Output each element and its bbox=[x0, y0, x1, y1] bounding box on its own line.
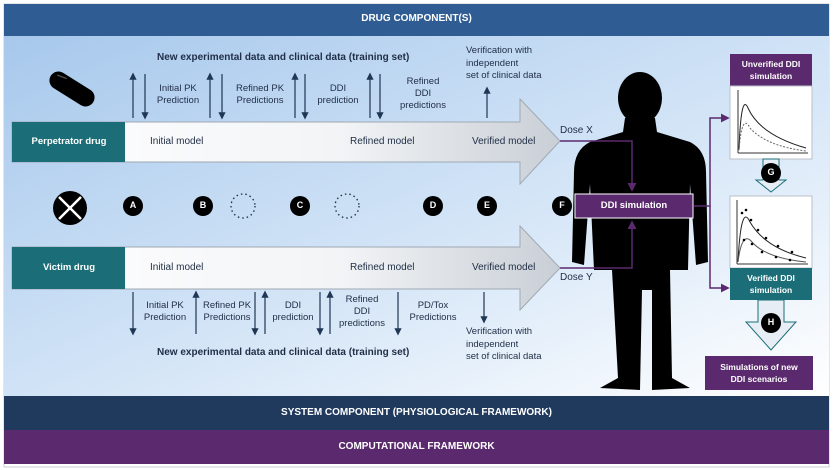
marker-c: C bbox=[296, 200, 304, 210]
header-title: DRUG COMPONENT(S) bbox=[361, 13, 472, 24]
marker-f: F bbox=[559, 200, 565, 210]
ddi-simulation-box bbox=[574, 193, 694, 219]
unverified-ddi-plot bbox=[729, 85, 813, 160]
marker-h: H bbox=[767, 317, 775, 327]
perpetrator-training-set-label: New experimental data and clinical data … bbox=[157, 52, 410, 63]
marker-d: D bbox=[429, 200, 437, 210]
perpetrator-initial-model: Initial model bbox=[150, 136, 204, 147]
victim-data-arrows bbox=[129, 290, 488, 336]
perpetrator-drug-box bbox=[12, 122, 125, 162]
victim-initial-model: Initial model bbox=[150, 262, 204, 273]
victim-verified-model: Verified model bbox=[472, 262, 536, 273]
human-silhouette-icon bbox=[572, 72, 708, 390]
dotted-circle-2 bbox=[334, 193, 360, 219]
header-band bbox=[4, 4, 829, 36]
marker-a: A bbox=[129, 200, 137, 210]
perpetrator-data-arrows bbox=[129, 72, 491, 120]
unverified-plot-curves bbox=[737, 90, 808, 154]
verified-ddi-box bbox=[730, 268, 812, 300]
victim-training-set-label: New experimental data and clinical data … bbox=[157, 347, 410, 358]
verified-ddi-plot bbox=[729, 195, 813, 269]
dose-y-label: Dose Y bbox=[560, 272, 593, 283]
system-component-band bbox=[4, 396, 829, 430]
ddi-connectors bbox=[560, 113, 730, 293]
victim-drug-box bbox=[12, 247, 125, 289]
new-scenarios-box bbox=[705, 356, 813, 390]
verified-plot-points bbox=[740, 208, 794, 262]
marker-b: B bbox=[199, 200, 207, 210]
marker-e: E bbox=[483, 200, 490, 210]
marker-g: G bbox=[767, 167, 775, 177]
marker-circles bbox=[123, 163, 781, 333]
perpetrator-verified-model: Verified model bbox=[472, 136, 536, 147]
perpetrator-refined-model: Refined model bbox=[350, 136, 415, 147]
pill-capsule-icon bbox=[49, 71, 95, 107]
dotted-circle-1 bbox=[230, 193, 256, 219]
computational-framework-label: COMPUTATIONAL FRAMEWORK bbox=[338, 441, 495, 452]
ddi-simulation-label: DDI simulation bbox=[600, 200, 668, 211]
system-component-label: SYSTEM COMPONENT (PHYSIOLOGICAL FRAMEWOR… bbox=[281, 407, 552, 418]
unverified-ddi-box bbox=[730, 54, 812, 86]
victim-refined-model: Refined model bbox=[350, 262, 415, 273]
verified-plot-curves bbox=[736, 200, 808, 265]
perpetrator-drug-label: Perpetrator drug bbox=[31, 136, 107, 147]
dose-x-label: Dose X bbox=[560, 125, 593, 136]
computational-framework-band bbox=[4, 430, 829, 464]
tablet-icon bbox=[53, 191, 87, 225]
victim-drug-label: Victim drug bbox=[42, 262, 96, 273]
